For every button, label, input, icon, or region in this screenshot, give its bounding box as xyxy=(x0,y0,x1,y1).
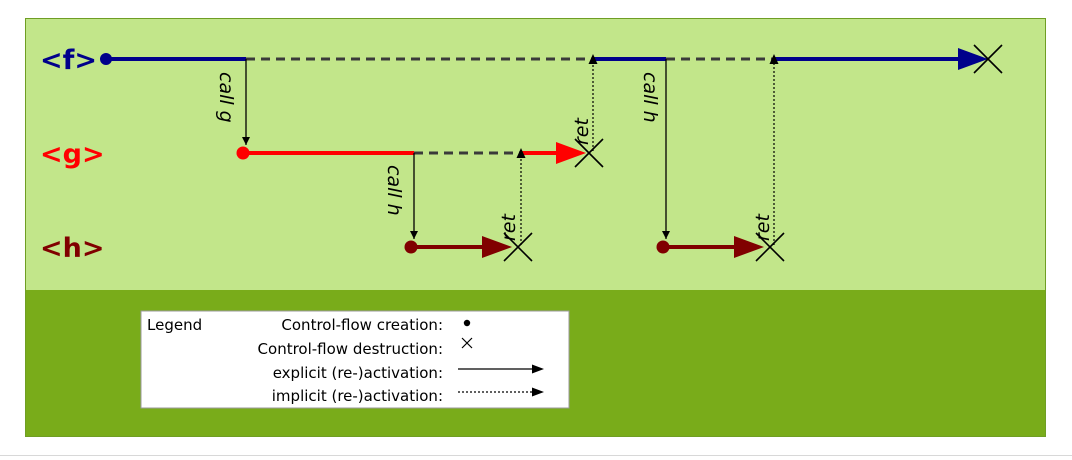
legend-explicit-label: explicit (re-)activation: xyxy=(273,364,443,382)
g-destruction-cross xyxy=(574,138,604,168)
legend-destruction-cross xyxy=(461,337,473,349)
call-h-label-2: call h xyxy=(639,72,661,123)
legend-title: Legend xyxy=(147,316,202,334)
row-label-g: <g> xyxy=(40,139,105,170)
h-destruction-cross-1 xyxy=(503,232,533,262)
legend-box xyxy=(140,310,570,409)
ret-label-h-2: ret xyxy=(752,212,774,241)
ret-label-g: ret xyxy=(571,116,593,145)
h-destruction-cross-2 xyxy=(755,232,785,262)
legend-creation-dot xyxy=(463,319,471,327)
ret-arrowhead-h-to-f xyxy=(769,54,779,64)
h-arrowhead-1 xyxy=(482,236,512,258)
ret-arrowhead-g-to-f xyxy=(588,54,598,64)
legend-destruction-label: Control-flow destruction: xyxy=(258,340,443,358)
legend-implicit-label: implicit (re-)activation: xyxy=(272,387,443,405)
page-bottom-rule xyxy=(0,455,1072,456)
h-arrowhead-2 xyxy=(734,236,764,258)
f-arrowhead xyxy=(958,48,988,70)
row-label-h: <h> xyxy=(40,233,104,264)
call-h-label-1: call h xyxy=(383,165,405,216)
diagram-frame xyxy=(25,18,1046,437)
legend: Legend Control-flow creation: Control-fl… xyxy=(140,310,570,409)
legend-explicit-arrowhead xyxy=(532,364,544,374)
f-destruction-cross xyxy=(973,44,1003,74)
legend-creation-label: Control-flow creation: xyxy=(281,316,443,334)
ret-arrowhead-h-to-g xyxy=(516,148,526,158)
g-arrowhead xyxy=(556,142,586,164)
legend-implicit-arrowhead xyxy=(532,387,544,397)
call-g-label: call g xyxy=(215,72,237,123)
row-label-f: <f> xyxy=(40,45,97,76)
ret-label-h-1: ret xyxy=(498,212,520,241)
